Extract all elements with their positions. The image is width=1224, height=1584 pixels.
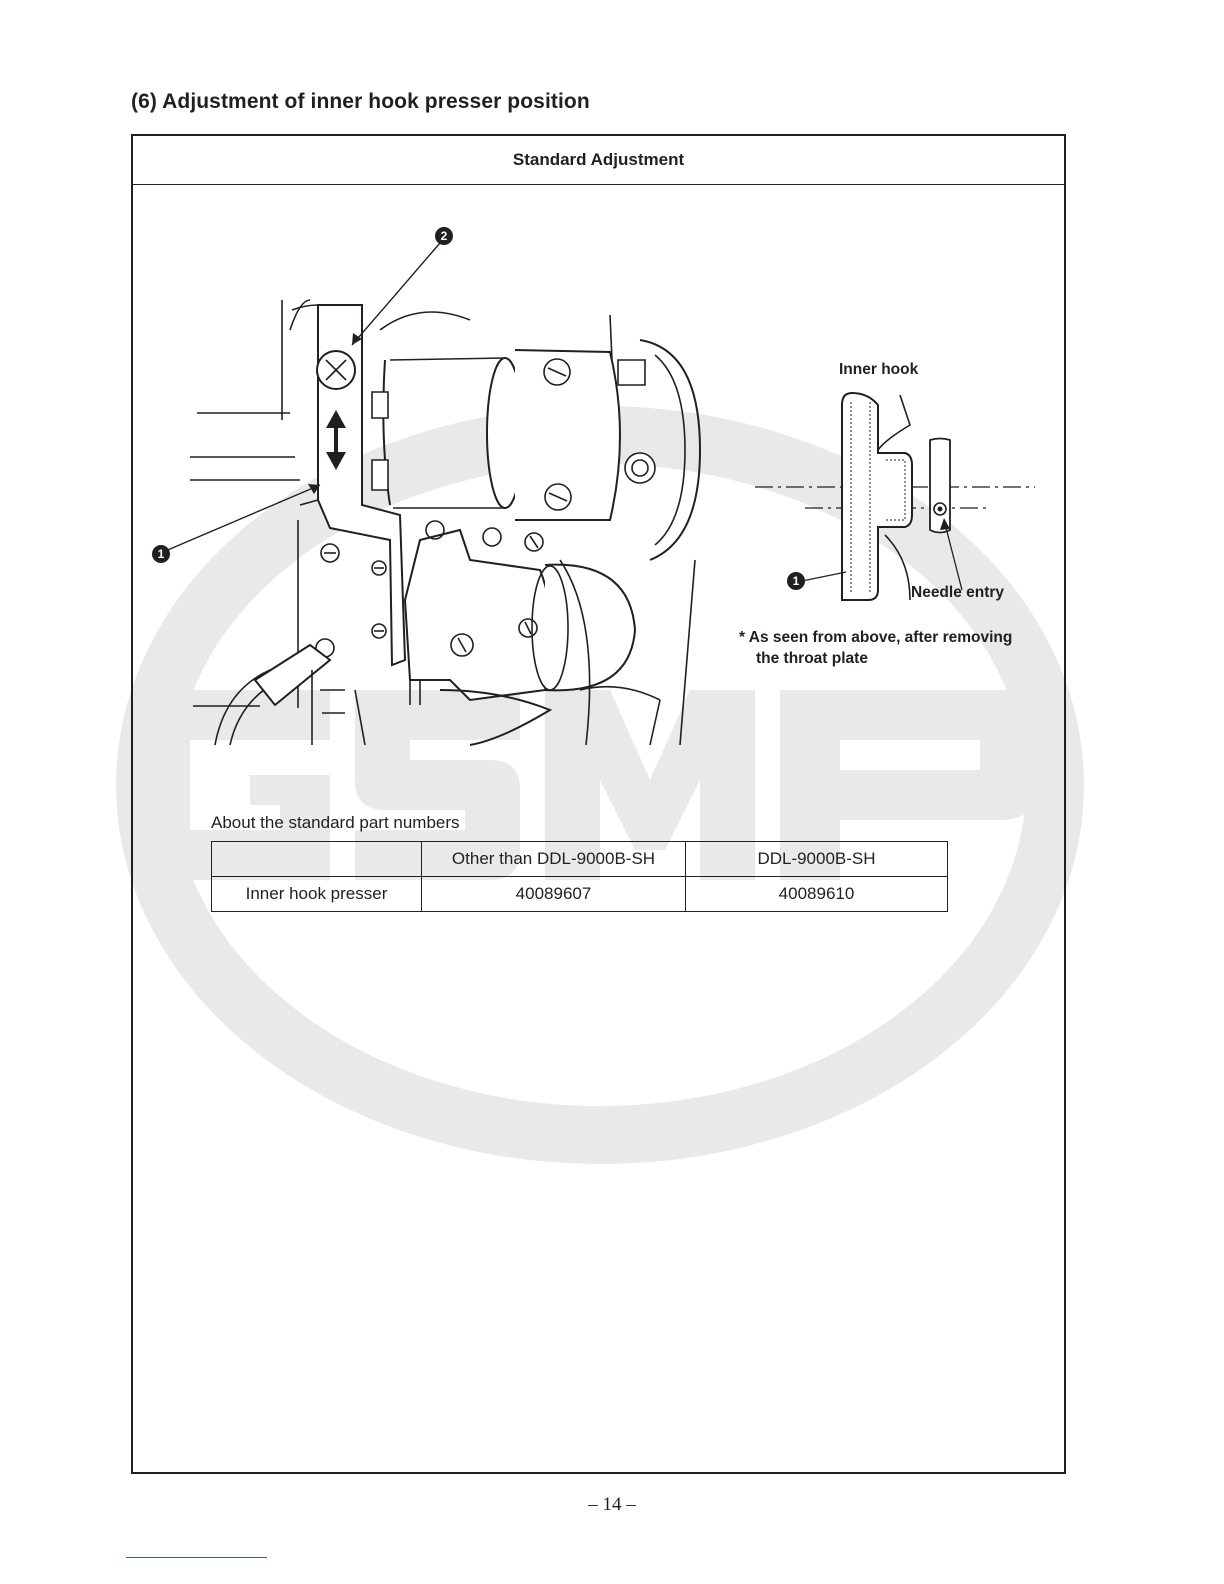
header-sh: DDL-9000B-SH [686,842,948,877]
hook-mechanism-illustration [0,0,1224,800]
footer-link-underline[interactable] [126,1557,267,1558]
callout-2-badge: 2 [435,227,453,245]
view-note-line-1: * As seen from above, after removing [739,627,1012,648]
part-number-sh: 40089610 [686,877,948,912]
inner-hook-label: Inner hook [839,361,918,379]
header-empty-cell [212,842,422,877]
callout-1-badge: 1 [152,545,170,563]
parts-table-caption: About the standard part numbers [211,813,460,833]
row-label: Inner hook presser [212,877,422,912]
header-other-than-sh: Other than DDL-9000B-SH [422,842,686,877]
table-row: Inner hook presser 40089607 40089610 [212,877,948,912]
view-note: * As seen from above, after removing the… [739,627,1012,669]
view-note-line-2: the throat plate [739,648,1012,669]
page-number: – 14 – [0,1494,1224,1516]
part-number-other: 40089607 [422,877,686,912]
needle-entry-label: Needle entry [911,584,1004,602]
parts-table-header-row: Other than DDL-9000B-SH DDL-9000B-SH [212,842,948,877]
parts-table: Other than DDL-9000B-SH DDL-9000B-SH Inn… [211,841,948,912]
inset-callout-1-badge: 1 [787,572,805,590]
